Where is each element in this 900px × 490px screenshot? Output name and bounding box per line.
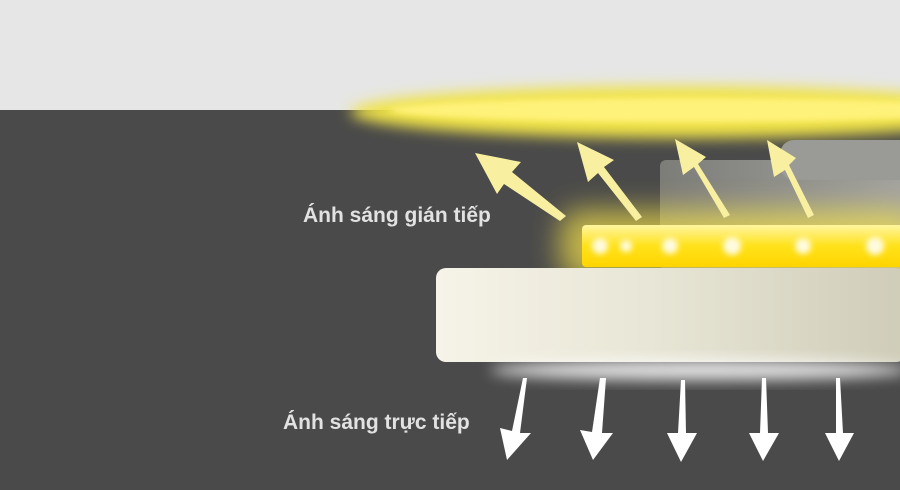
led-dots — [592, 237, 884, 255]
fixture-housing-top — [780, 140, 900, 180]
arrow-down-icon — [500, 378, 854, 462]
fixture-body — [436, 268, 900, 362]
downlight-glow — [490, 360, 900, 380]
indirect-light-label: Ánh sáng gián tiếp — [303, 204, 491, 227]
led-strip — [582, 225, 900, 267]
direct-light-label: Ánh sáng trực tiếp — [283, 411, 470, 434]
arrow-up-left-icon — [475, 139, 814, 221]
ceiling-glow-core — [390, 98, 900, 122]
